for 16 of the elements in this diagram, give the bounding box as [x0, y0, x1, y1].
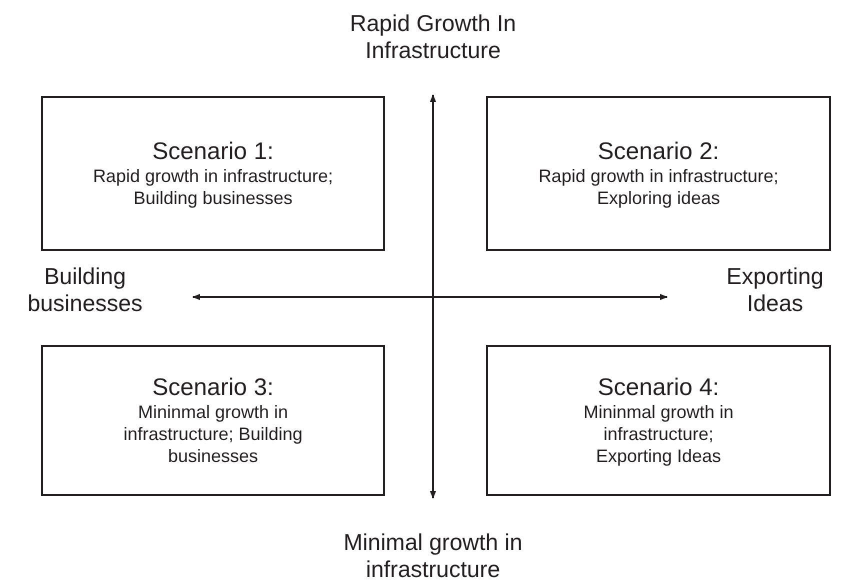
scenario-box [486, 345, 831, 496]
scenario-box [41, 345, 385, 496]
scenario-title: Scenario 2: [598, 138, 720, 164]
axis-label: Exporting Ideas [725, 263, 825, 317]
scenario-description: Rapid growth in infrastructure; Exploring ideas [537, 164, 780, 208]
scenario-title: Scenario 3: [152, 374, 274, 400]
scenario-description: Mininmal growth in infrastructure; Exporting Ideas [582, 400, 735, 466]
scenario-box [486, 96, 831, 251]
scenario-title: Scenario 1: [152, 138, 274, 164]
scenario-description: Rapid growth in infrastructure; Building businesses [92, 164, 334, 208]
scenario-title: Scenario 4: [598, 374, 720, 400]
axis-label: Rapid Growth In Infrastructure [348, 10, 518, 64]
axis-label: Minimal growth in infrastructure [342, 529, 524, 583]
scenario-description: Mininmal growth in infrastructure; Building businesses [123, 400, 303, 466]
axis-label: Building businesses [26, 263, 144, 317]
scenario-box [41, 96, 385, 251]
